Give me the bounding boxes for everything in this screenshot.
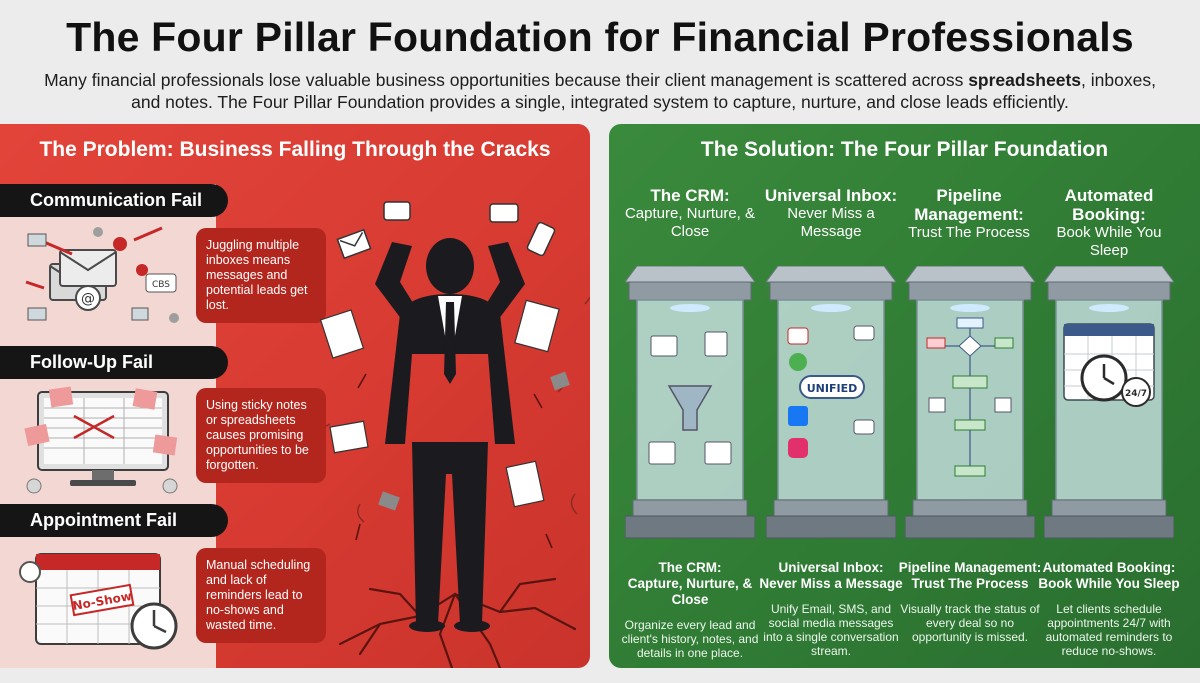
pillar-crm-name-1: The CRM:	[658, 560, 722, 575]
bottom-strip	[0, 668, 1200, 683]
problem-panel: The Problem: Business Falling Through th…	[0, 124, 590, 668]
calendar-clock-icon: No-Show	[19, 553, 178, 650]
pillar-pipeline-header: Pipeline Management: Trust The Process	[899, 186, 1039, 242]
pillar-booking-name-1: Automated Booking:	[1042, 560, 1176, 575]
communication-fail-label: Communication Fail	[0, 184, 228, 217]
pillar-pipeline-head-title: Pipeline Management:	[914, 186, 1024, 224]
pillar-booking-name-2: Book While You Sleep	[1038, 576, 1180, 591]
page-subtitle: Many financial professionals lose valuab…	[30, 69, 1170, 113]
subtitle-text-1: Many financial professionals lose valuab…	[44, 70, 969, 90]
pillar-inbox-header: Universal Inbox: Never Miss a Message	[761, 186, 901, 241]
svg-text:@: @	[81, 291, 95, 307]
communication-fail-text: Juggling multiple inboxes means messages…	[196, 228, 326, 323]
pillar-booking-head-sub: Book While You Sleep	[1056, 224, 1162, 259]
pillar-booking-head-title: Automated Booking:	[1064, 186, 1154, 224]
stressed-businessman-icon	[320, 201, 570, 632]
pillar-inbox-footer: Universal Inbox: Never Miss a Message Un…	[759, 560, 903, 658]
follow-up-fail-text: Using sticky notes or spreadsheets cause…	[196, 388, 326, 483]
pipeline-flowchart-icon	[905, 266, 1035, 539]
subtitle-text-2: , inboxes, and notes. The Four Pillar Fo…	[131, 70, 1156, 112]
pillar-pipeline-desc: Visually track the status of every deal …	[900, 602, 1040, 644]
appointment-fail-label: Appointment Fail	[0, 504, 228, 537]
pillar-inbox-name-2: Never Miss a Message	[759, 576, 903, 591]
badge-24-7: 24/7	[1125, 389, 1147, 399]
pillar-crm-head-sub: Capture, Nurture, & Close	[624, 205, 756, 240]
pillar-inbox-desc: Unify Email, SMS, and social media messa…	[763, 602, 899, 658]
pillar-inbox-head-title: Universal Inbox:	[764, 186, 898, 205]
subtitle-bold: spreadsheets	[968, 70, 1082, 90]
pillar-pipeline-head-sub: Trust The Process	[908, 224, 1030, 241]
pillar-pipeline-name-1: Pipeline Management:	[898, 560, 1042, 575]
calendar-24-7-icon: 24/7	[1044, 266, 1174, 539]
spreadsheet-monitor-icon	[24, 386, 178, 494]
solution-panel: The Solution: The Four Pillar Foundation…	[609, 124, 1200, 668]
pillar-inbox-name-1: Universal Inbox:	[778, 560, 884, 575]
follow-up-fail-label: Follow-Up Fail	[0, 346, 228, 379]
pillar-crm-head-title: The CRM:	[650, 186, 730, 205]
envelope-chaos-icon: @ CBS	[25, 226, 179, 323]
pillar-pipeline-footer: Pipeline Management: Trust The Process V…	[898, 560, 1042, 644]
pillar-crm-desc: Organize every lead and client's history…	[621, 618, 759, 660]
solution-title: The Solution: The Four Pillar Foundation	[700, 138, 1109, 161]
cbs-badge: CBS	[152, 280, 170, 290]
funnel-icon	[625, 266, 755, 539]
pillar-booking-footer: Automated Booking: Book While You Sleep …	[1037, 560, 1181, 658]
page-title: The Four Pillar Foundation for Financial…	[66, 14, 1134, 60]
pillar-crm-name-2: Capture, Nurture, & Close	[627, 576, 753, 607]
pillar-inbox-head-sub: Never Miss a Message	[787, 205, 875, 240]
problem-title: The Problem: Business Falling Through th…	[39, 138, 551, 161]
unified-inbox-icon: UNIFIED	[766, 266, 896, 539]
pillar-booking-desc: Let clients schedule appointments 24/7 w…	[1045, 602, 1173, 658]
appointment-fail-text: Manual scheduling and lack of reminders …	[196, 548, 326, 643]
pillar-crm-header: The CRM: Capture, Nurture, & Close	[620, 186, 760, 241]
pillar-crm-footer: The CRM: Capture, Nurture, & Close Organ…	[618, 560, 762, 660]
pillar-pipeline-name-2: Trust The Process	[911, 576, 1029, 591]
pillar-booking-header: Automated Booking: Book While You Sleep	[1039, 186, 1179, 260]
unified-badge: UNIFIED	[807, 382, 857, 395]
